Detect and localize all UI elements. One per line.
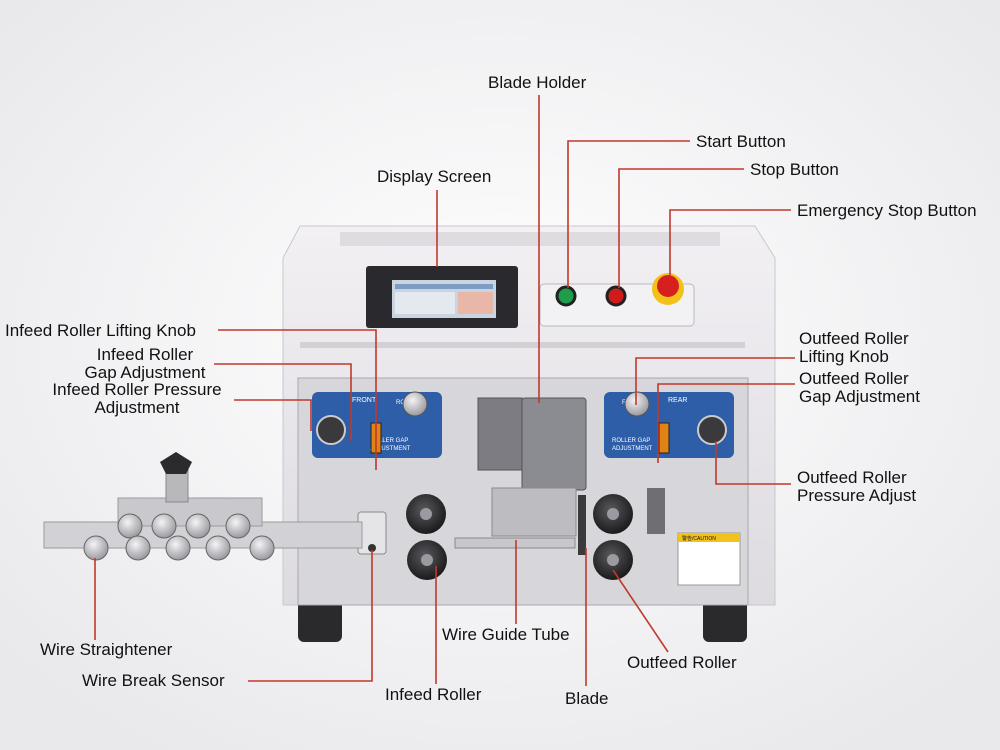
label-outfeed-gap-line1: Outfeed Roller: [799, 369, 909, 388]
label-infeed-pressure-line2: Adjustment: [94, 398, 180, 417]
emergency-stop-button: [657, 275, 679, 297]
straightener-knob: [160, 452, 192, 474]
blade-holder: [521, 397, 587, 491]
label-blade: Blade: [565, 689, 609, 708]
outfeed-pressure-knob: [697, 415, 727, 445]
outfeed-lifting-knob: [624, 391, 650, 417]
infeed-pressure-knob: [316, 415, 346, 445]
leader-start: [567, 140, 690, 288]
straightener-roller-5: [83, 535, 109, 561]
label-wire-break-sensor: Wire Break Sensor: [82, 671, 225, 690]
leader-infeed-press: [234, 399, 312, 431]
label-outfeed-pressure-line2: Pressure Adjust: [797, 486, 917, 505]
label-infeed-pressure-line1: Infeed Roller Pressure: [52, 380, 222, 399]
straightener-roller-7: [165, 535, 191, 561]
leader-outfeed-gap: [657, 383, 795, 463]
label-blade-holder: Blade Holder: [488, 73, 587, 92]
label-outfeed-lifting-knob: Outfeed Roller Lifting Knob: [799, 330, 909, 366]
label-outfeed-gap-adjustment: Outfeed Roller Gap Adjustment: [799, 370, 920, 406]
label-display-screen: Display Screen: [377, 167, 492, 186]
panel-rear-label: REAR: [668, 397, 687, 404]
leader-break-sensor: [248, 550, 373, 682]
label-outfeed-pressure-adjust: Outfeed Roller Pressure Adjust: [797, 469, 916, 505]
label-infeed-gap-line2: Gap Adjustment: [84, 363, 206, 382]
blade-holder-block: [477, 397, 523, 471]
leader-lines: [94, 95, 795, 686]
blade: [578, 495, 586, 555]
leader-outfeed-roller: [612, 569, 669, 653]
blade-carriage: [491, 487, 577, 537]
wire-guide-tube: [454, 537, 576, 549]
label-start-button: Start Button: [696, 132, 786, 151]
panel-adjustment-right: ADJUSTMENT: [612, 446, 653, 452]
label-wire-guide-tube: Wire Guide Tube: [442, 625, 570, 644]
label-outfeed-roller: Outfeed Roller: [627, 653, 737, 672]
straightener-roller-8: [205, 535, 231, 561]
stop-button: [605, 285, 627, 307]
straightener-post: [165, 469, 189, 503]
infeed-lifting-knob: [402, 391, 428, 417]
start-button: [555, 285, 577, 307]
label-emergency-stop-button: Emergency Stop Button: [797, 201, 977, 220]
sensor-slot: [647, 488, 665, 534]
panel-front-label: FRONT: [352, 397, 377, 404]
panel-roller-gap-right: ROLLER GAP: [612, 438, 650, 444]
caution-label-text: 警告/CAUTION: [682, 535, 716, 542]
label-outfeed-pressure-line1: Outfeed Roller: [797, 468, 907, 487]
mid-strip: [300, 342, 745, 348]
panel-adjustment-left: ADJUSTMENT: [370, 446, 411, 452]
label-infeed-roller: Infeed Roller: [385, 685, 482, 704]
top-vent: [340, 232, 720, 246]
leader-outfeed-press: [715, 441, 791, 485]
left-foot: [298, 600, 342, 642]
straightener-roller-2: [151, 513, 177, 539]
straightener-roller-1: [117, 513, 143, 539]
leader-infeed-gap: [214, 363, 352, 441]
straightener-roller-4: [225, 513, 251, 539]
straightener-roller-9: [249, 535, 275, 561]
leader-stop: [618, 168, 744, 288]
leader-infeed-lift: [218, 329, 377, 470]
right-foot: [703, 600, 747, 642]
label-outfeed-lifting-line1: Outfeed Roller: [799, 329, 909, 348]
label-stop-button: Stop Button: [750, 160, 839, 179]
leader-outfeed-lift: [635, 357, 795, 405]
straightener-roller-6: [125, 535, 151, 561]
outfeed-gap-dial: [658, 422, 670, 454]
label-infeed-pressure-adjustment: Infeed Roller Pressure Adjustment: [40, 381, 234, 417]
label-outfeed-gap-line2: Gap Adjustment: [799, 387, 920, 406]
label-infeed-gap-line1: Infeed Roller: [96, 345, 194, 364]
leader-estop: [669, 209, 791, 276]
label-infeed-lifting-knob: Infeed Roller Lifting Knob: [5, 321, 196, 340]
panel-roller-gap-left: ROLLER GAP: [370, 438, 408, 444]
label-outfeed-lifting-line2: Lifting Knob: [799, 347, 889, 366]
label-wire-straightener: Wire Straightener: [40, 640, 173, 659]
label-infeed-gap-adjustment: Infeed Roller Gap Adjustment: [70, 346, 220, 382]
straightener-roller-3: [185, 513, 211, 539]
